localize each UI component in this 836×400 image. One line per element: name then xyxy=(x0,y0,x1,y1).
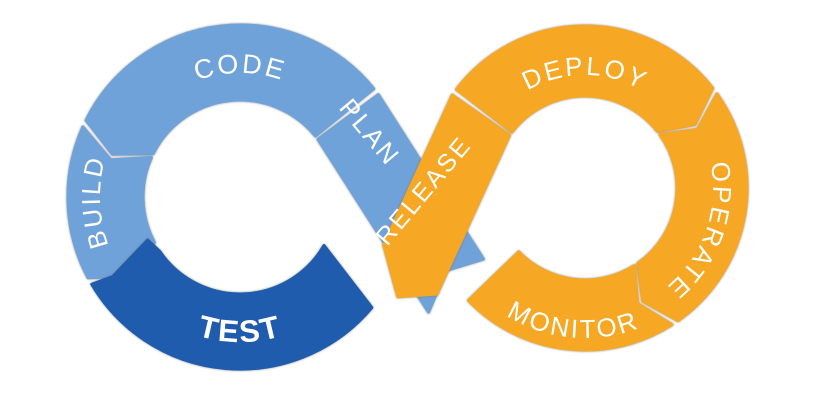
segment-build-arc xyxy=(66,125,156,280)
segment-monitor-arc xyxy=(467,250,674,352)
label-test: TEST xyxy=(195,309,284,350)
segment-operate-arc xyxy=(636,92,749,323)
segment-deploy-arc xyxy=(455,24,715,134)
segment-code-arc xyxy=(84,23,376,156)
segment-release-ribbon xyxy=(382,93,512,299)
segment-test-arc xyxy=(90,238,374,371)
label-build: BUILD xyxy=(76,153,114,253)
